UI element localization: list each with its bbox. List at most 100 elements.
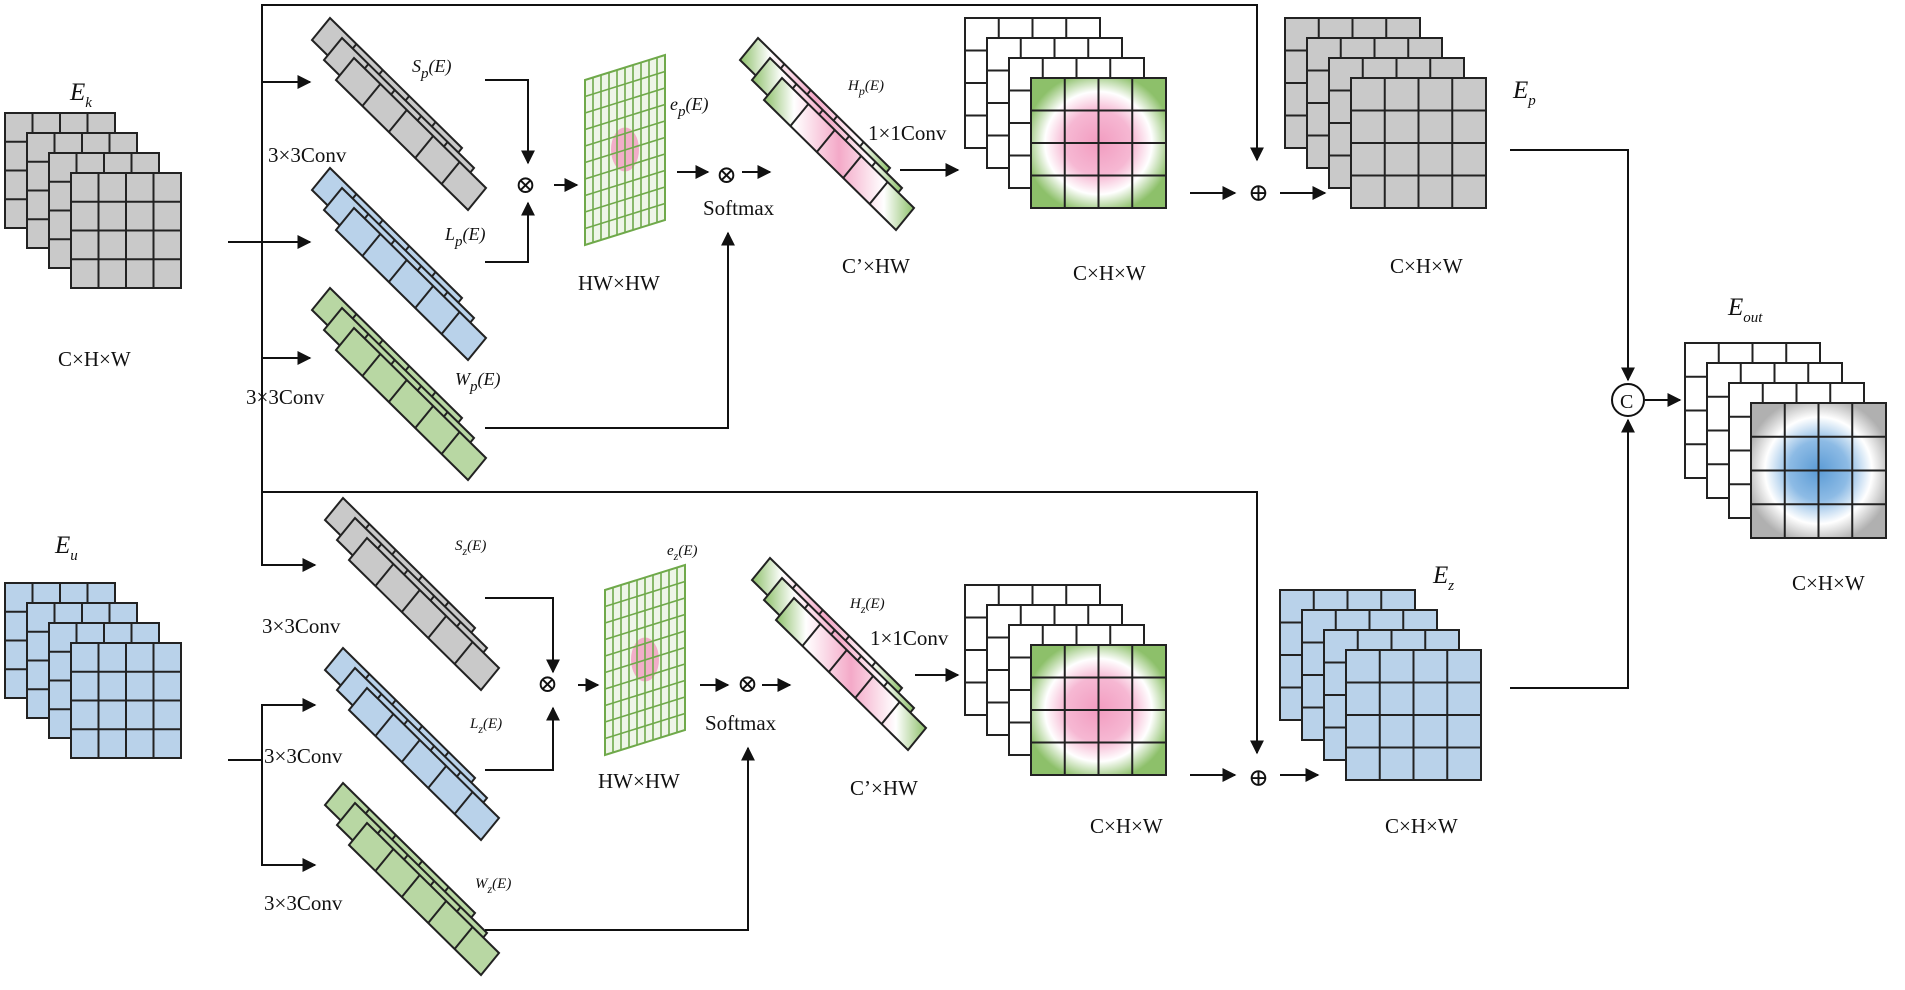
strip-w-z-div — [427, 900, 447, 924]
strip-l-z-div — [453, 791, 474, 815]
op-concat: C — [1620, 391, 1633, 413]
strip-s-p-div — [440, 161, 461, 185]
affinity-map-bot-hl — [604, 696, 686, 723]
label-h-z: Hz(E) — [849, 596, 885, 616]
affinity-map-top-hl — [584, 153, 666, 180]
strip-l-z-div — [427, 765, 447, 789]
strip-h-z-div — [880, 701, 901, 725]
label-l-z: Lz(E) — [469, 716, 502, 736]
arrow-ez-concat — [1510, 418, 1635, 689]
block-bot-mid — [964, 584, 1167, 776]
block-e-k — [4, 112, 182, 289]
block-e-z — [1279, 589, 1482, 781]
label-e-ze: ez(E) — [667, 543, 698, 563]
affinity-map-top-hl — [584, 202, 666, 230]
strip-w-p — [310, 286, 488, 482]
arrow-s-z-mult — [485, 597, 560, 674]
arrow-l-p-mult — [485, 201, 535, 263]
strip-s-z-strip — [347, 536, 501, 692]
affinity-map-bot-hl — [604, 646, 686, 674]
label-s-p: Sp(E) — [412, 56, 451, 82]
strip-s-z-div — [401, 589, 421, 613]
block-e-u — [4, 582, 182, 759]
label-chw-bot-mid: C×H×W — [1090, 814, 1163, 838]
label-hwhw-bot: HW×HW — [598, 769, 680, 793]
arrow-l-z-mult — [485, 706, 560, 771]
label-chw-bot-ez: C×H×W — [1385, 814, 1458, 838]
affinity-map-bot — [604, 563, 686, 757]
arrow-to-s-z — [261, 242, 317, 572]
strip-s-p-strip — [334, 56, 488, 212]
strip-h-p-strip — [762, 76, 916, 232]
label-softmax-top: Softmax — [703, 196, 775, 220]
affinity-map-top-hl — [584, 186, 666, 213]
label-softmax-bot: Softmax — [705, 711, 777, 735]
strip-w-p-div — [361, 353, 382, 377]
label-e-out: Eout — [1727, 294, 1763, 326]
strip-h-p — [738, 36, 916, 232]
label-w-z: Wz(E) — [475, 876, 511, 896]
strip-s-p-div — [414, 135, 434, 159]
label-conv1-top: 1×1Conv — [868, 121, 947, 145]
strip-l-p — [310, 166, 488, 362]
strip-w-z-div — [453, 926, 474, 950]
op-mult-bot-2: ⊗ — [737, 671, 758, 698]
strip-s-z-div — [453, 641, 474, 665]
strip-w-z-div — [374, 848, 395, 872]
strip-h-z — [750, 556, 928, 752]
arrow-to-w-p — [261, 242, 312, 365]
strip-w-z-div — [401, 874, 421, 898]
label-e-k: Ek — [69, 79, 92, 111]
strip-l-p-div — [440, 311, 461, 335]
label-chw-out: C×H×W — [1792, 571, 1865, 595]
affinity-map-top — [584, 53, 666, 247]
op-mult-bot-1: ⊗ — [537, 671, 558, 698]
strip-l-p-strip — [334, 206, 488, 362]
label-s-z: Sz(E) — [455, 538, 486, 558]
label-conv1-bot: 1×1Conv — [870, 626, 949, 650]
strip-l-z-div — [401, 739, 421, 763]
label-chw-ek: C×H×W — [58, 347, 131, 371]
op-mult-top-1: ⊗ — [515, 172, 536, 199]
strip-w-p-div — [440, 431, 461, 455]
strip-s-z-div — [427, 615, 447, 639]
label-e-p: Ep — [1512, 77, 1536, 109]
label-conv3-bot-2: 3×3Conv — [264, 744, 343, 768]
strip-s-p-div — [361, 83, 382, 107]
strip-h-z-div — [828, 649, 848, 673]
block-top-mid — [964, 17, 1167, 209]
affinity-map-bot-hl — [604, 663, 686, 690]
arrow-to-l-z — [228, 698, 317, 761]
label-hwhw-top: HW×HW — [578, 271, 660, 295]
diagram-shapes — [4, 4, 1887, 977]
strip-s-z-div — [374, 563, 395, 587]
op-add-bot: ⊕ — [1248, 765, 1269, 792]
label-w-p: Wp(E) — [455, 369, 500, 395]
label-e-z: Ez — [1432, 562, 1454, 594]
label-conv3-top-2: 3×3Conv — [246, 385, 325, 409]
strip-h-p-div — [868, 181, 889, 205]
strip-l-z-strip — [347, 686, 501, 842]
arrow-s-p-mult — [485, 79, 535, 165]
strip-h-z-strip — [774, 596, 928, 752]
affinity-map-top-hl — [584, 136, 666, 164]
label-conv3-bot-3: 3×3Conv — [264, 891, 343, 915]
strip-h-p-div — [789, 103, 810, 127]
strip-w-z-strip — [347, 821, 501, 977]
strip-s-z — [323, 496, 501, 692]
op-add-top: ⊕ — [1248, 180, 1269, 207]
label-chw-top-mid: C×H×W — [1073, 261, 1146, 285]
label-l-p: Lp(E) — [444, 224, 486, 250]
block-e-out — [1684, 342, 1887, 539]
label-conv3-top-1: 3×3Conv — [268, 143, 347, 167]
strip-l-p-div — [361, 233, 382, 257]
label-chw2-bot: C’×HW — [850, 776, 918, 800]
arrow-w-z-softmax — [485, 746, 755, 931]
connector-bot-skip — [262, 491, 1264, 755]
strip-l-z — [323, 646, 501, 842]
strip-w-p-strip — [334, 326, 488, 482]
strip-s-p — [310, 16, 488, 212]
label-conv3-bot-1: 3×3Conv — [262, 614, 341, 638]
affinity-map-bot-hl — [604, 712, 686, 740]
